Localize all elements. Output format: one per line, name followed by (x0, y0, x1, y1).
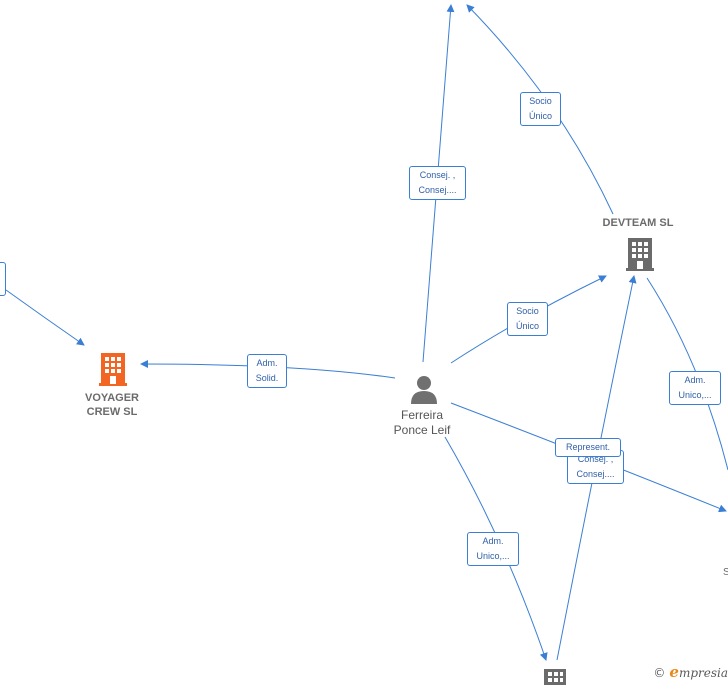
voyager-name-line1: VOYAGER (84, 392, 139, 404)
edge-label-adm-unico-bottom[interactable]: Adm. Unico,... (467, 532, 519, 566)
empresia-logo-e: e (669, 663, 679, 681)
person-icon[interactable] (409, 374, 439, 404)
copyright-symbol: © (653, 666, 666, 680)
voyager-name-line2: CREW SL (86, 406, 138, 418)
devteam-name: DEVTEAM SL (602, 217, 674, 229)
empresia-watermark: ©empresia (653, 663, 728, 681)
building-icon[interactable] (624, 236, 656, 272)
building-icon-bottom[interactable] (541, 668, 569, 685)
edge-label-socio-unico-devteam[interactable]: Socio Único (507, 302, 548, 336)
edge-label-left-partial[interactable] (0, 262, 6, 296)
person-name-line1: Ferreira (400, 408, 443, 422)
edge-devteam-to-right (646, 277, 728, 471)
edge-label-adm-solid[interactable]: Adm. Solid. (247, 354, 287, 388)
edge-label-consej-top[interactable]: Consej. , Consej.... (409, 166, 466, 200)
right-node-label-partial[interactable]: S (723, 567, 728, 578)
person-name-line2: Ponce Leif (393, 423, 451, 437)
edge-label-socio-unico-top[interactable]: Socio Único (520, 92, 561, 126)
voyager-label[interactable]: VOYAGER CREW SL (62, 391, 162, 419)
empresia-logo-text: mpresia (678, 666, 728, 680)
building-icon-voyager[interactable] (97, 351, 129, 387)
devteam-label[interactable]: DEVTEAM SL (588, 216, 688, 230)
person-label[interactable]: Ferreira Ponce Leif (372, 408, 472, 438)
edge-left-to-voyager (5, 289, 85, 346)
edge-label-adm-unico-right[interactable]: Adm. Unico,... (669, 371, 721, 405)
building-icon-top[interactable] (440, 0, 470, 4)
edge-label-represent[interactable]: Represent. (555, 438, 621, 457)
